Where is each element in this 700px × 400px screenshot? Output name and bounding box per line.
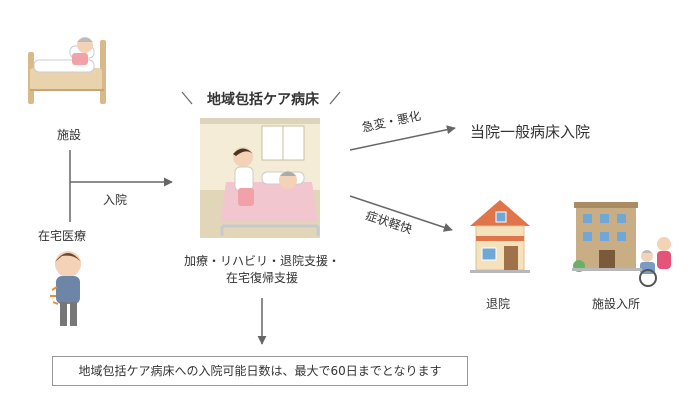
title-deco-left	[181, 91, 193, 105]
care-facility-illustration	[572, 202, 671, 287]
ward-services-line2: 在宅復帰支援	[225, 271, 298, 285]
note-box: 地域包括ケア病床への入院可能日数は、最大で60日までとなります	[52, 356, 468, 386]
improve-arrow	[349, 195, 453, 232]
facility-admission-label: 施設入所	[592, 297, 641, 311]
house-illustration	[470, 200, 530, 273]
home-care-patient-illustration	[50, 251, 81, 326]
discharge-label: 退院	[486, 297, 511, 311]
admission-arrow-label: 入院	[103, 193, 128, 207]
bed-patient-illustration	[28, 37, 106, 104]
facility-label: 施設	[57, 128, 82, 142]
ward-room-illustration	[200, 118, 320, 238]
home-care-label: 在宅医療	[38, 229, 87, 243]
ward-services-line1: 加療・リハビリ・退院支援・	[183, 254, 340, 268]
general-ward-label: 当院一般病床入院	[470, 123, 591, 141]
worsen-arrow	[349, 125, 456, 151]
ward-title: 地域包括ケア病床	[207, 92, 319, 108]
title-deco-right	[329, 91, 341, 105]
